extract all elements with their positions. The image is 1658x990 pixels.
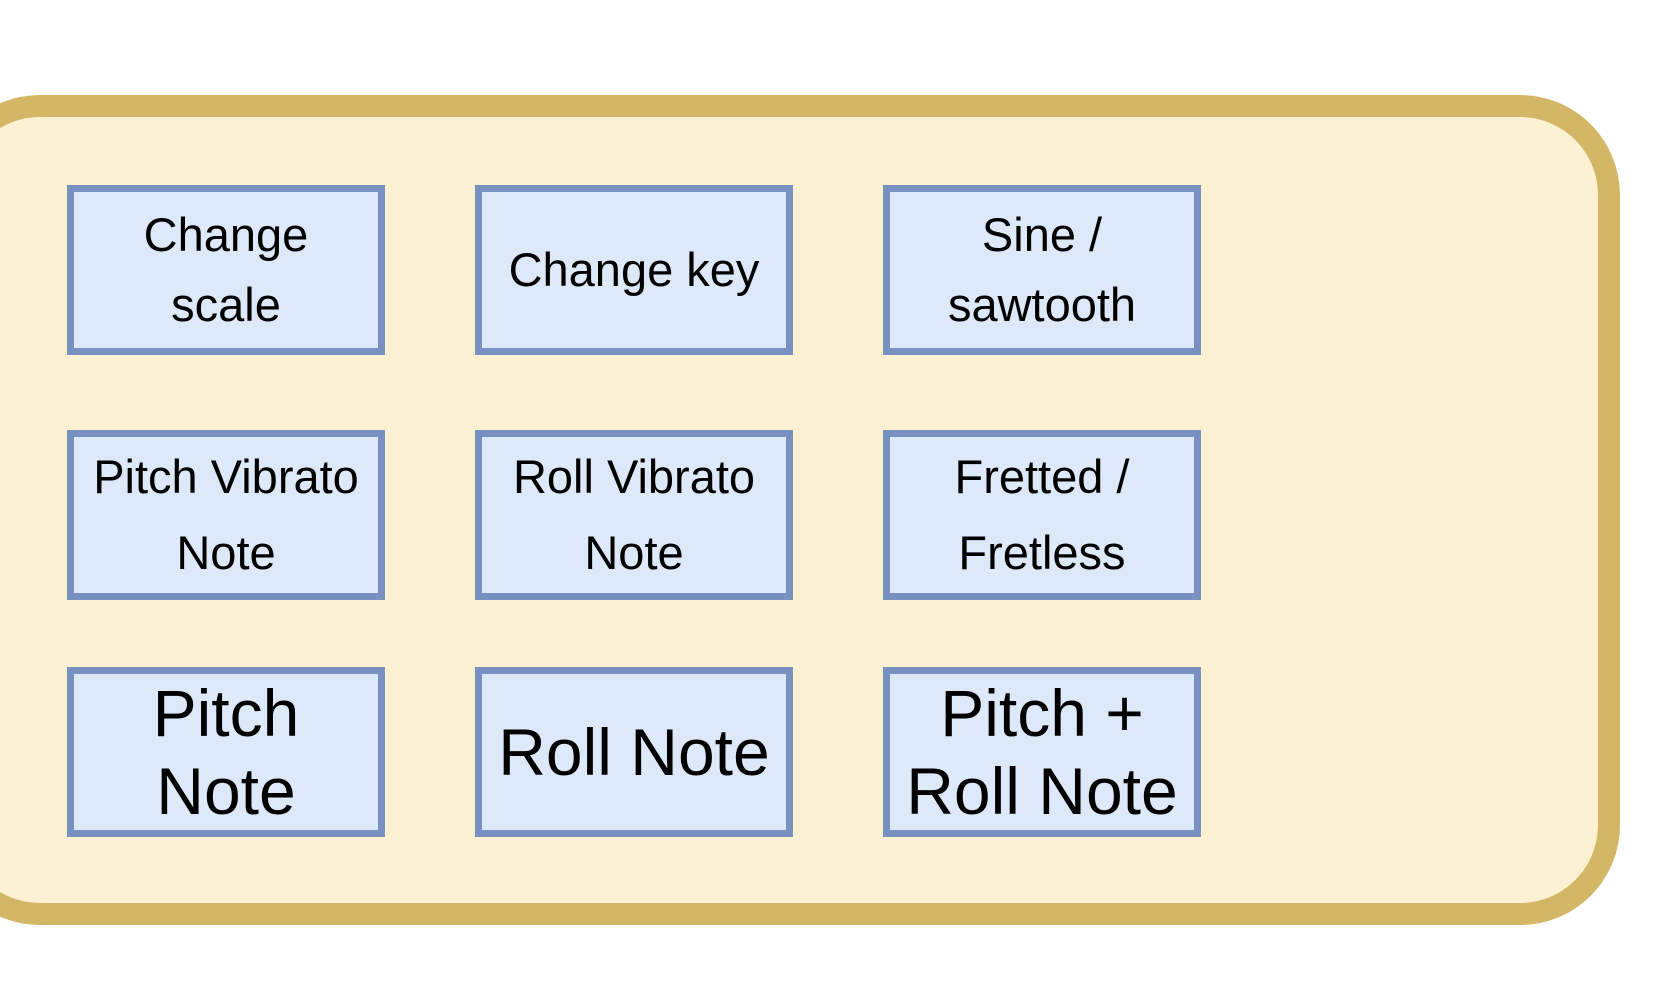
- change-key-button[interactable]: Change key: [475, 185, 793, 355]
- fretted-fretless-label: Fretted / Fretless: [954, 450, 1130, 579]
- change-key-label: Change key: [508, 243, 760, 296]
- pitch-note-button[interactable]: Pitch Note: [67, 667, 385, 837]
- roll-note-label: Roll Note: [498, 715, 770, 789]
- pitch-note-label: Pitch Note: [152, 676, 300, 828]
- sine-sawtooth-button[interactable]: Sine / sawtooth: [883, 185, 1201, 355]
- pitch-vibrato-note-button[interactable]: Pitch Vibrato Note: [67, 430, 385, 600]
- change-scale-label: Change scale: [143, 208, 309, 331]
- roll-vibrato-note-button[interactable]: Roll Vibrato Note: [475, 430, 793, 600]
- sine-sawtooth-label: Sine / sawtooth: [947, 208, 1137, 331]
- fretted-fretless-button[interactable]: Fretted / Fretless: [883, 430, 1201, 600]
- pitch-vibrato-note-label: Pitch Vibrato Note: [93, 450, 359, 579]
- change-scale-button[interactable]: Change scale: [67, 185, 385, 355]
- roll-note-button[interactable]: Roll Note: [475, 667, 793, 837]
- pitch-roll-note-button[interactable]: Pitch + Roll Note: [883, 667, 1201, 837]
- roll-vibrato-note-label: Roll Vibrato Note: [512, 450, 756, 579]
- pitch-roll-note-label: Pitch + Roll Note: [906, 676, 1178, 828]
